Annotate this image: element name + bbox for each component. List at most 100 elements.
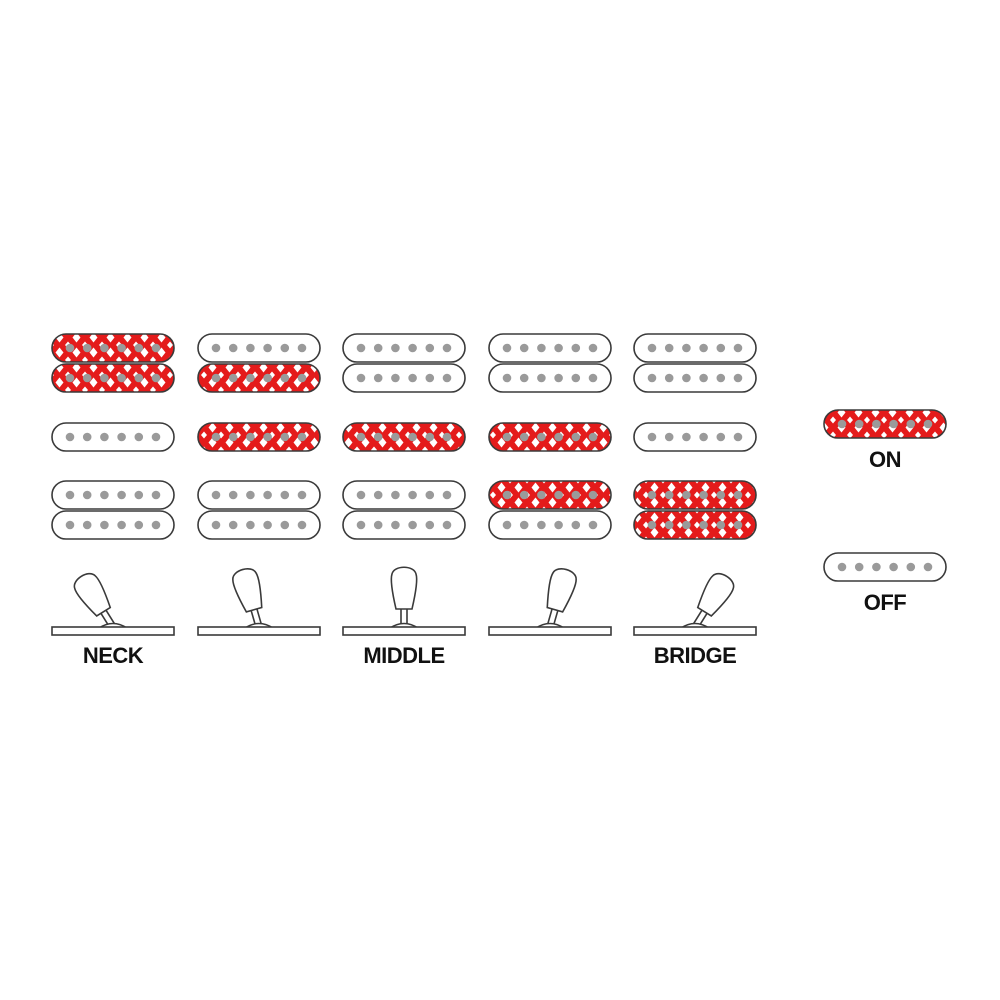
pickup-body-on [197, 363, 321, 393]
pole-piece [373, 520, 383, 530]
pole-piece [733, 373, 743, 383]
pole-piece [519, 520, 529, 530]
pickup-body-on [633, 510, 757, 540]
pole-piece [519, 490, 529, 500]
pickup-body-on [51, 363, 175, 393]
pole-piece [280, 432, 290, 442]
pole-piece [82, 520, 92, 530]
pole-piece [297, 343, 307, 353]
pickup-body-on [488, 480, 612, 510]
pole-piece [554, 520, 563, 530]
pole-piece [151, 343, 161, 353]
pole-piece [228, 432, 238, 442]
bridge-coil-top [633, 480, 757, 510]
pole-piece [117, 432, 126, 442]
switch-plate [51, 626, 175, 636]
switch-position-5: BRIDGE [633, 333, 757, 668]
neck-coil-top [197, 333, 321, 363]
pole-piece [100, 343, 109, 353]
pickup-body-on [342, 422, 466, 452]
pole-piece [854, 562, 864, 572]
neck-coil-top [51, 333, 175, 363]
bridge-coil-top [197, 480, 321, 510]
pole-piece [425, 373, 435, 383]
pole-piece [408, 432, 417, 442]
pole-piece [211, 343, 221, 353]
pole-piece [211, 520, 221, 530]
pole-piece [889, 419, 898, 429]
pole-piece [647, 490, 657, 500]
bridge-humbucker [633, 480, 757, 540]
neck-coil-top [633, 333, 757, 363]
pole-piece [554, 343, 563, 353]
pole-piece [682, 432, 691, 442]
pole-piece [117, 373, 126, 383]
pole-piece [391, 432, 400, 442]
bridge-coil-top [51, 480, 175, 510]
pole-piece [425, 343, 435, 353]
pole-piece [923, 419, 933, 429]
pole-piece [82, 343, 92, 353]
neck-humbucker [342, 333, 466, 393]
pole-piece [297, 520, 307, 530]
pole-piece [356, 343, 366, 353]
middle-single-coil [342, 422, 466, 452]
bridge-coil-bottom [51, 510, 175, 540]
neck-humbucker [633, 333, 757, 393]
pole-piece [134, 432, 144, 442]
pole-piece [117, 520, 126, 530]
legend-off: OFF [823, 552, 947, 615]
pole-piece [100, 490, 109, 500]
pole-piece [280, 490, 290, 500]
bridge-humbucker [51, 480, 175, 540]
pole-piece [923, 562, 933, 572]
pole-piece [837, 419, 847, 429]
lever-knob [390, 566, 418, 610]
pole-piece [246, 490, 255, 500]
pickup-body-off [51, 422, 175, 452]
neck-humbucker [488, 333, 612, 393]
pole-piece [297, 373, 307, 383]
switch-position-3: MIDDLE [342, 333, 466, 668]
pole-piece [906, 419, 916, 429]
pole-piece [519, 373, 529, 383]
pole-piece [246, 343, 255, 353]
pole-piece [297, 432, 307, 442]
legend-pickup-on [823, 409, 947, 439]
pole-piece [356, 373, 366, 383]
pole-piece [117, 343, 126, 353]
pole-piece [682, 343, 691, 353]
pole-piece [716, 432, 726, 442]
pickup-body-off [342, 363, 466, 393]
pole-piece [716, 373, 726, 383]
legend-pickup-off [823, 552, 947, 582]
switch-lever-pos-4 [488, 568, 612, 636]
pole-piece [65, 432, 75, 442]
pickup-body-on [51, 333, 175, 363]
pickup-body-on [488, 422, 612, 452]
lever-knob [546, 568, 577, 613]
neck-coil-bottom [342, 363, 466, 393]
pole-piece [588, 490, 598, 500]
bridge-coil-bottom [342, 510, 466, 540]
pole-piece [906, 562, 916, 572]
neck-humbucker [51, 333, 175, 393]
pole-piece [502, 432, 512, 442]
pole-piece [588, 343, 598, 353]
position-label: NECK [83, 643, 144, 668]
pole-piece [134, 490, 144, 500]
switch-position-4 [488, 333, 612, 636]
pole-piece [537, 490, 546, 500]
pole-piece [425, 520, 435, 530]
neck-coil-bottom [633, 363, 757, 393]
neck-coil-top [488, 333, 612, 363]
position-label: BRIDGE [654, 643, 737, 668]
pole-piece [263, 520, 272, 530]
pole-piece [65, 520, 75, 530]
pole-piece [280, 343, 290, 353]
middle-single-coil [488, 422, 612, 452]
pole-piece [228, 520, 238, 530]
pole-piece [100, 432, 109, 442]
pole-piece [246, 373, 255, 383]
pole-piece [571, 490, 581, 500]
